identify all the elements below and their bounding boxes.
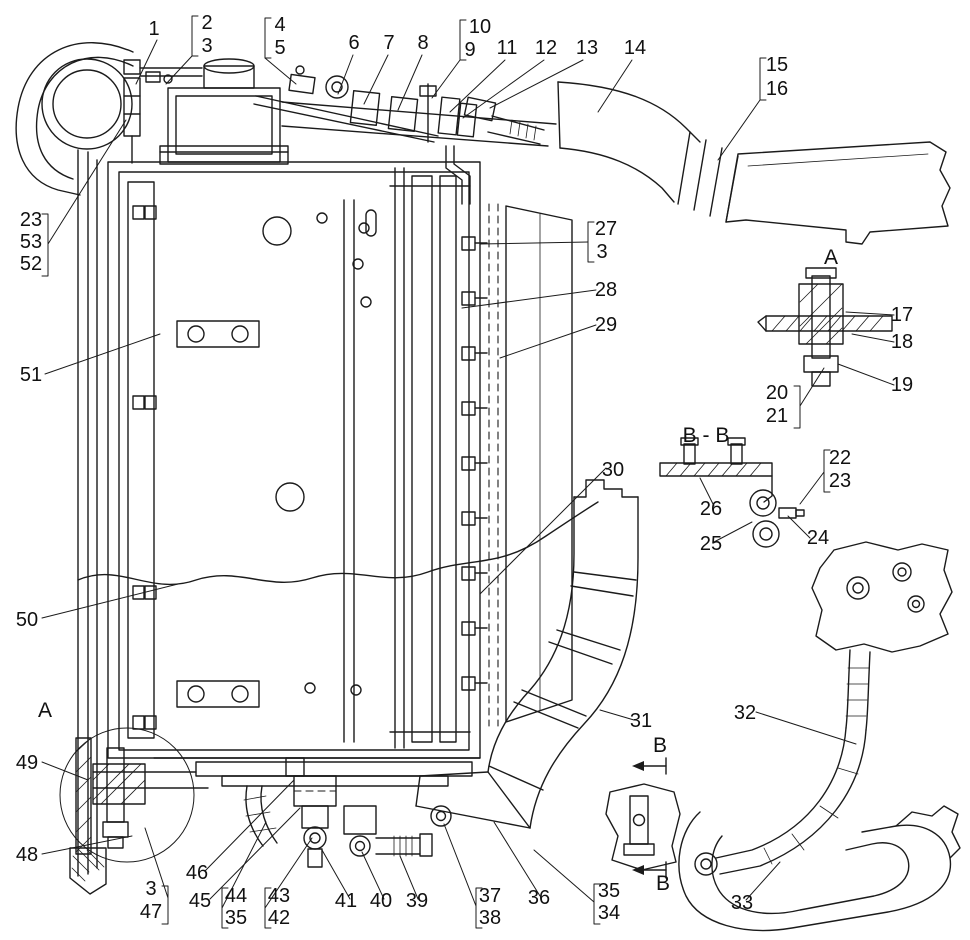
part-number-callout: 39: [406, 890, 428, 912]
part-number-callout: 13: [576, 37, 598, 59]
fan-shroud-frame: [389, 167, 573, 749]
part-number-callout: 44: [225, 885, 247, 907]
leader-lines: [41, 39, 895, 909]
filler-neck: [203, 65, 255, 89]
part-number-callout: 3: [201, 35, 212, 57]
part-number-callout: 10: [469, 16, 491, 38]
part-number-callout: 7: [383, 32, 394, 54]
part-number-callout: 48: [16, 844, 38, 866]
part-number-callout: 37: [479, 885, 501, 907]
part-number-callout: 31: [630, 710, 652, 732]
part-number-callout: 23: [20, 209, 42, 231]
section-label: B: [653, 734, 667, 757]
radiator-core: [107, 58, 481, 787]
part-number-callout: 28: [595, 279, 617, 301]
part-number-callout: 35: [225, 907, 247, 929]
part-number-callout: 49: [16, 752, 38, 774]
part-number-callout: 18: [891, 331, 913, 353]
part-number-callout: 27: [595, 218, 617, 240]
bracket-and-hose: [605, 541, 961, 932]
part-number-callout: 22: [829, 447, 851, 469]
left-mounting-channel: [69, 149, 157, 895]
part-number-callout: 36: [528, 887, 550, 909]
top-pipe-assembly: [253, 65, 557, 205]
part-number-callout: 51: [20, 364, 42, 386]
detail-circle-a: [59, 727, 209, 863]
part-number-callout: 47: [140, 901, 162, 923]
part-number-callout: 19: [891, 374, 913, 396]
break-line: [77, 501, 599, 586]
bottom-outlet-pipe: [415, 771, 531, 829]
part-number-callout: 6: [348, 32, 359, 54]
detail-view-a: [757, 267, 893, 387]
section-label: B: [656, 872, 670, 895]
part-number-callout: 20: [766, 382, 788, 404]
part-number-callout: 30: [602, 459, 624, 481]
part-number-callout: 50: [16, 609, 38, 631]
part-number-callout: 21: [766, 405, 788, 427]
part-number-callout: 12: [535, 37, 557, 59]
part-number-callout: 35: [598, 880, 620, 902]
part-number-callout: 53: [20, 231, 42, 253]
part-number-callout: 2: [201, 12, 212, 34]
section-view-bb: [659, 437, 805, 548]
part-number-callout: 23: [829, 470, 851, 492]
lifting-lug: [15, 42, 203, 196]
outlet-elbow-pipe: [487, 479, 639, 829]
part-number-callout: 43: [268, 885, 290, 907]
part-number-callout: 4: [274, 14, 285, 36]
part-number-callout: 16: [766, 78, 788, 100]
part-number-callout: 40: [370, 890, 392, 912]
section-label: A: [38, 699, 52, 722]
part-number-callout: 17: [891, 304, 913, 326]
part-number-callout: 46: [186, 862, 208, 884]
part-number-callout: 45: [189, 890, 211, 912]
part-number-callout: 24: [807, 527, 829, 549]
air-duct: [557, 81, 951, 245]
part-number-callout: 14: [624, 37, 646, 59]
section-cut-arrows: [632, 757, 667, 879]
part-number-callout: 5: [274, 37, 285, 59]
part-number-callout: 25: [700, 533, 722, 555]
part-number-callout: 15: [766, 54, 788, 76]
part-number-callout: 52: [20, 253, 42, 275]
part-number-callout: 3: [596, 241, 607, 263]
part-number-callout: 34: [598, 902, 620, 924]
part-number-callout: 26: [700, 498, 722, 520]
part-number-callout: 8: [417, 32, 428, 54]
section-label: A: [824, 246, 838, 269]
part-number-callout: 33: [731, 892, 753, 914]
part-number-callout: 1: [148, 18, 159, 40]
section-label: B - B: [683, 424, 730, 447]
drain-valve-assembly: [243, 757, 433, 868]
part-number-callout: 38: [479, 907, 501, 929]
part-number-callout: 32: [734, 702, 756, 724]
part-number-callout: 41: [335, 890, 357, 912]
part-number-callout: 11: [497, 37, 518, 59]
part-number-callout: 9: [464, 39, 475, 61]
part-number-callout: 29: [595, 314, 617, 336]
part-number-callout: 42: [268, 907, 290, 929]
part-number-callout: 3: [145, 878, 156, 900]
